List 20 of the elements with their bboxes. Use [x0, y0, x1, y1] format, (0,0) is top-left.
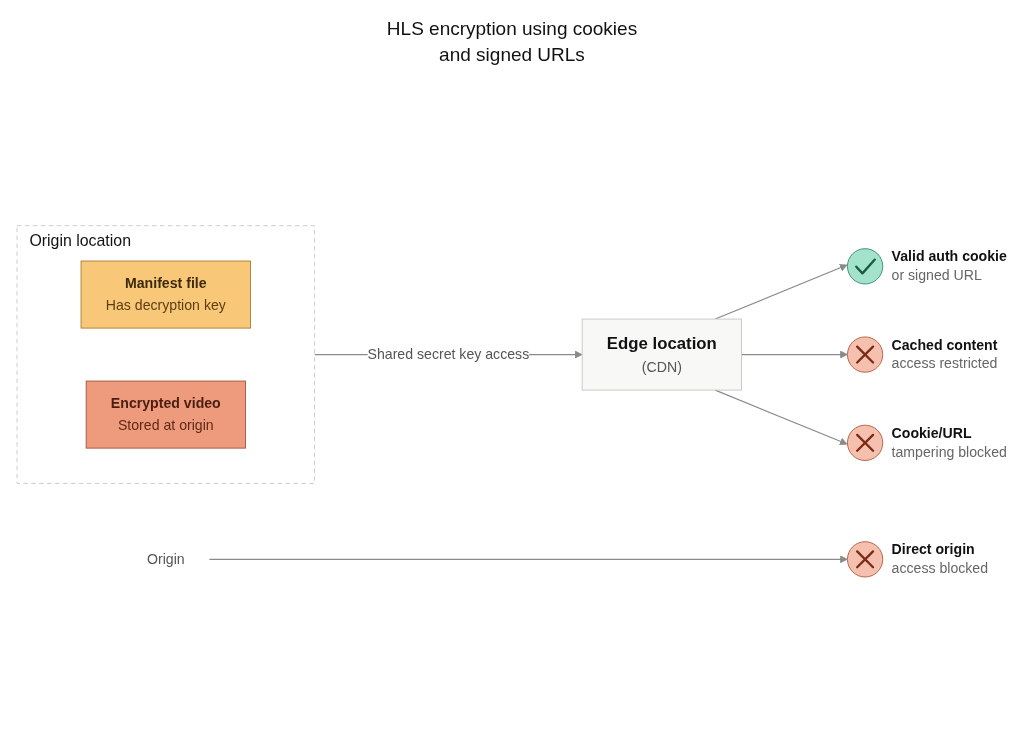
- check-icon: [847, 248, 884, 285]
- cross-icon: [847, 424, 884, 461]
- cross-icon: [847, 541, 884, 578]
- cross-icon: [847, 336, 884, 373]
- arrow: [714, 264, 848, 320]
- status-title: Cookie/URL: [891, 425, 972, 441]
- diagram-title: HLS encryption using cookies and signed URLs: [385, 17, 639, 67]
- arrow: [208, 555, 848, 564]
- status-note: access restricted: [891, 355, 998, 372]
- status-title: Direct origin: [891, 541, 975, 558]
- process-box: Encrypted video Stored at origin: [85, 380, 246, 449]
- status-note: or signed URL: [891, 267, 982, 283]
- status-note: tampering blocked: [891, 443, 1007, 460]
- process-box: Manifest file Has decryption key: [80, 260, 251, 329]
- text-label: Origin: [146, 551, 185, 567]
- status-title: Valid auth cookie: [891, 248, 1007, 265]
- arrow: [740, 350, 848, 359]
- status-note: access blocked: [891, 560, 989, 576]
- process-box: Edge location (CDN): [581, 318, 742, 391]
- status-title: Cached content: [891, 336, 998, 353]
